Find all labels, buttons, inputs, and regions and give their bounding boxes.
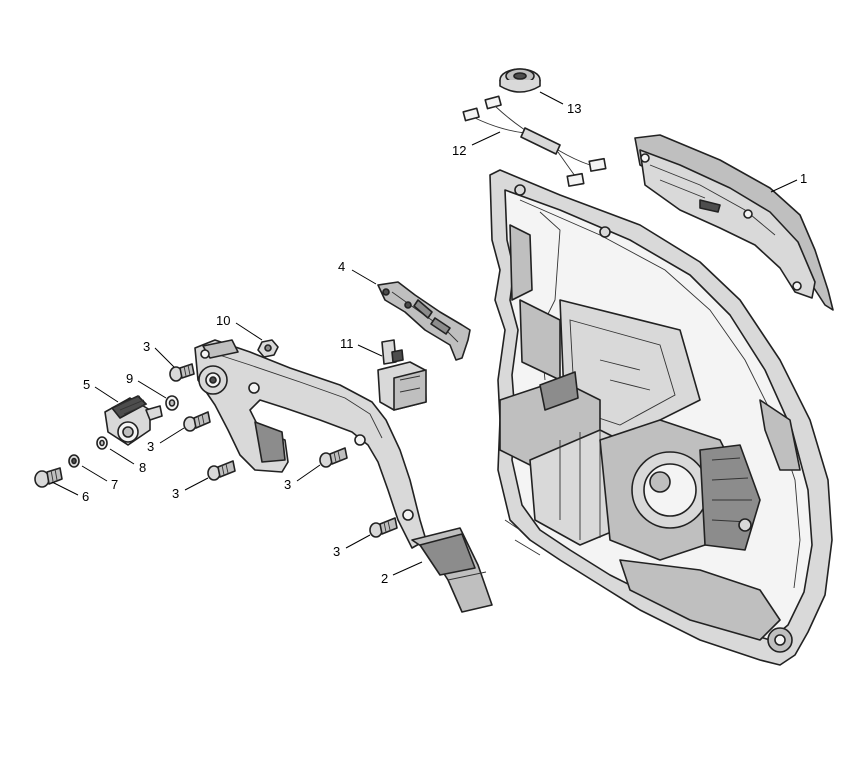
part-2-grip xyxy=(411,527,493,613)
part-4-lever xyxy=(377,281,471,361)
callout-2: 2 xyxy=(381,571,388,586)
callout-8: 8 xyxy=(139,460,146,475)
callout-10: 10 xyxy=(216,313,230,328)
callout-3d: 3 xyxy=(284,477,291,492)
callout-7: 7 xyxy=(111,477,118,492)
washer-9 xyxy=(165,395,179,411)
callout-4: 4 xyxy=(338,259,345,274)
callout-3c: 3 xyxy=(172,486,179,501)
callout-labels: 13 12 1 4 10 11 3 9 5 3 8 7 6 3 3 3 2 xyxy=(82,101,807,586)
callout-6: 6 xyxy=(82,489,89,504)
part-5-knob xyxy=(104,395,163,446)
screw-3e xyxy=(369,517,398,538)
callout-3e: 3 xyxy=(333,544,340,559)
screw-3a xyxy=(169,363,195,382)
main-handle xyxy=(194,339,427,549)
part-1-cover xyxy=(634,134,834,311)
washer-8 xyxy=(96,436,108,450)
callout-9: 9 xyxy=(126,371,133,386)
callout-1: 1 xyxy=(800,171,807,186)
callout-13: 13 xyxy=(567,101,581,116)
callout-12: 12 xyxy=(452,143,466,158)
screw-3c xyxy=(207,460,236,481)
leader-lines xyxy=(51,91,798,576)
housing xyxy=(489,169,833,666)
callout-11: 11 xyxy=(340,336,354,351)
part-13-grommet xyxy=(499,68,541,93)
callout-3a: 3 xyxy=(143,339,150,354)
screw-3b xyxy=(183,411,211,432)
callout-3b: 3 xyxy=(147,439,154,454)
callout-5: 5 xyxy=(83,377,90,392)
part-12-wire-harness xyxy=(462,95,607,187)
screw-6 xyxy=(34,467,63,488)
screw-3d xyxy=(319,447,348,468)
fasteners xyxy=(34,363,398,538)
part-10-nut xyxy=(257,339,279,358)
washer-7 xyxy=(68,454,80,468)
part-11-switch xyxy=(377,339,427,411)
